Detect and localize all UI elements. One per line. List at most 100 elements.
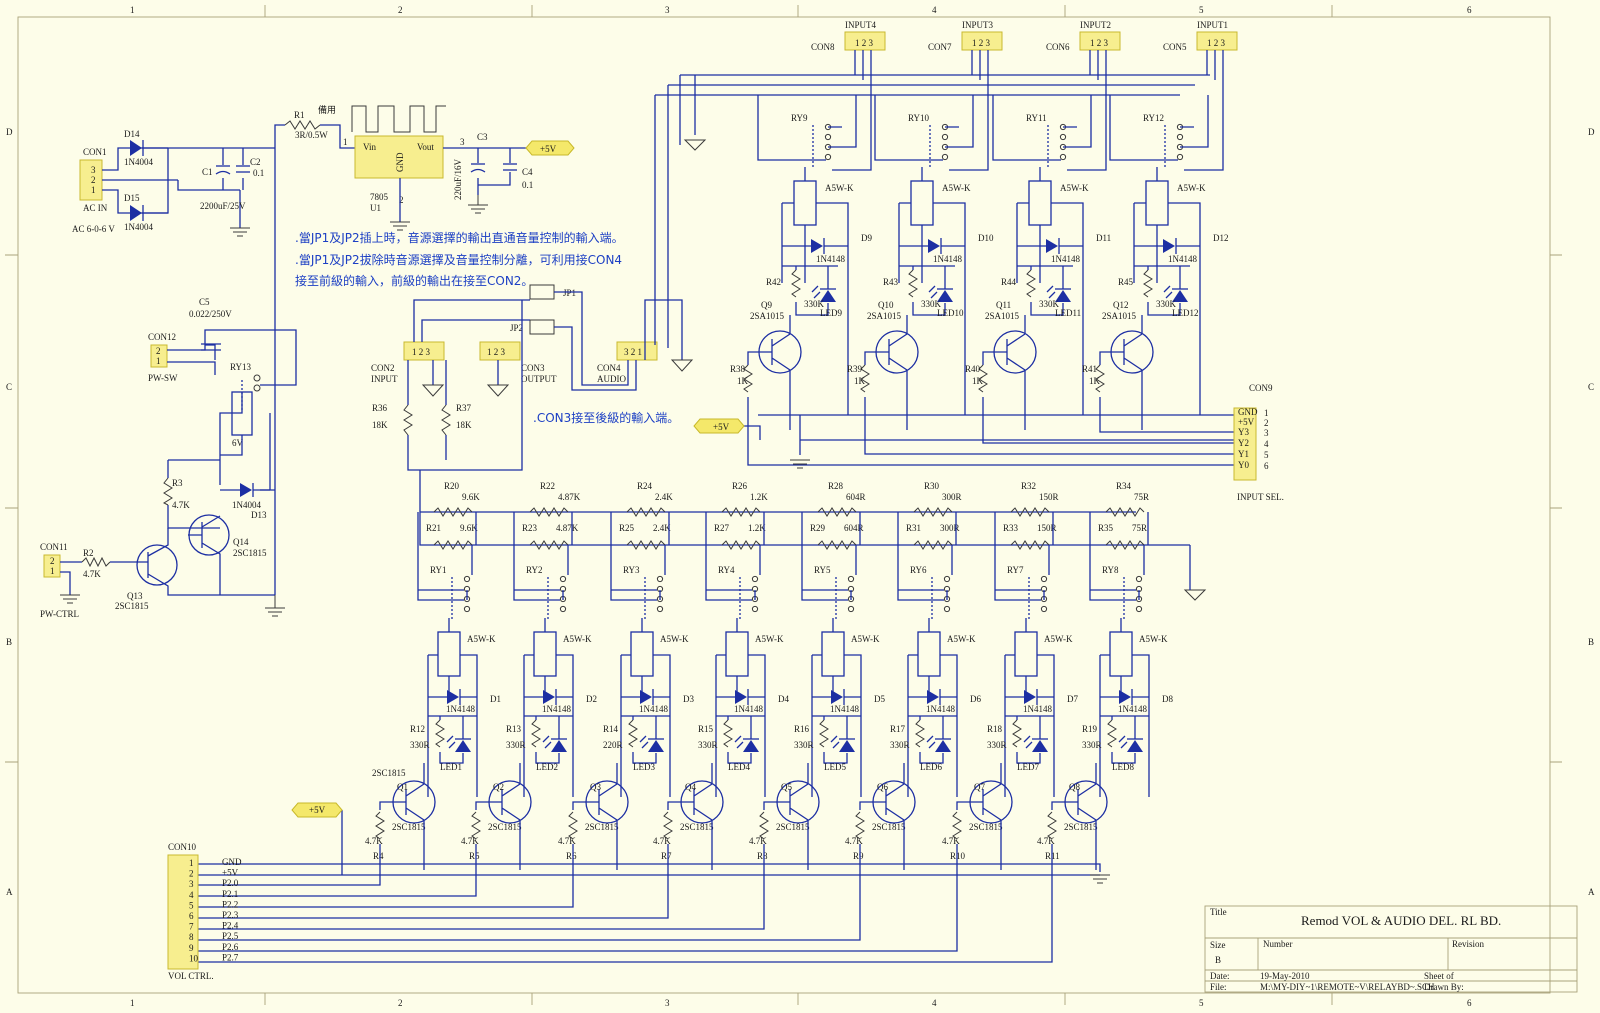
ry13-ref: RY13 [230,362,252,372]
atten-stage-7-rtop [1010,507,1050,517]
atten-stage-8-rbot-value: 75R [1132,523,1147,533]
frame-row-left-C: C [6,382,12,392]
atten-stage-6-transistor-ref: Q6 [877,782,888,792]
atten-stage-3-res-value: 220R [603,740,623,750]
atten-stage-3-led-ref: LED3 [633,762,655,772]
frame-row-left-B: B [6,637,12,647]
d14-ref: D14 [124,129,140,139]
atten-stage-7-relay-contact [1040,575,1048,583]
con4-label: AUDIO [597,374,626,384]
atten-stage-3-res [628,719,638,748]
atten-stage-6-led-ref: LED6 [920,762,942,772]
input-channel-2-transistor-ref: Q10 [878,300,894,310]
atten-stage-5-rtop-value: 604R [846,492,866,502]
atten-stage-6-relay-ref: RY6 [910,565,927,575]
atten-stage-5-transistor-ref: Q5 [781,782,792,792]
atten-stage-2-res-value: 330R [506,740,526,750]
atten-stage-1-led-rays [446,735,456,749]
atten-stage-6-transistor-leads [885,783,905,821]
input-channel-2-led-symbol [937,290,953,302]
input-channel-2-ctrl-line [864,397,1248,455]
con12-pin1: 1 [156,356,161,366]
con10-pin-7: 7 [189,922,194,932]
atten-stage-4-transistor-value: 2SC1815 [680,822,714,832]
input-channel-4-base-res-ref: R41 [1082,364,1097,374]
atten-stage-7-base-res-value: 4.7K [942,836,960,846]
atten-stage-7-diode-ref: D7 [1067,694,1078,704]
input-channel-4-relay-ref: RY12 [1143,113,1164,123]
number-label: Number [1263,939,1293,949]
atten-stage-4-ctrl-line [198,844,669,919]
revision-label: Revision [1452,939,1485,949]
input-channel-3-res-value: 330K [1039,299,1060,309]
input-channel-2-com-wire [949,90,989,171]
input-channel-3-input-label: INPUT2 [1080,20,1111,30]
input-channel-3-diode-ref: D11 [1096,233,1111,243]
input-channel-4-transistor-leads [1123,333,1143,371]
input-channel-1-res-ref: R42 [766,277,781,287]
atten-stage-2-led-ref: LED2 [536,762,558,772]
con10-pin-10: 10 [189,953,199,963]
atten-stage-8-transistor-value: 2SC1815 [1064,822,1098,832]
input-channel-1-ctrl-line [747,397,1248,466]
atten-stage-1-relay-contact [463,575,471,583]
input-channel-3-contact-wires [992,95,1092,161]
atten-stage-4-rbot [721,540,761,550]
r1-ref: R1 [294,110,305,120]
frame-row-right-C: C [1588,382,1594,392]
atten-stage-4-rail [715,654,766,797]
atten-stage-7-transistor-leads [982,783,1002,821]
con10-signal-plus5V: +5V [222,868,239,878]
atten-stage-7-res-ref: R18 [987,724,1003,734]
atten-stage-7-base-res [952,811,962,840]
atten-stage-8-res-ref: R19 [1082,724,1098,734]
input-channel-3-connector [1079,31,1121,51]
input-bus [654,74,1210,348]
input-channel-2-res-ref: R43 [883,277,899,287]
atten-stage-7-res [1012,719,1022,748]
con3-label: OUTPUT [521,374,557,384]
atten-stage-1-res-ref: R12 [410,724,425,734]
atten-stage-5-transistor-leads [789,783,809,821]
input-channel-4-coil-label: A5W-K [1177,183,1206,193]
atten-stage-4-relay-contact [751,605,759,613]
atten-stage-2-res-ref: R13 [506,724,522,734]
atten-stage-4-res-ref: R15 [698,724,714,734]
r1-value: 3R/0.5W [295,130,328,140]
atten-stage-7-relay-contact [1040,605,1048,613]
d14-value: 1N4004 [124,157,153,167]
input-channel-2-base-res-ref: R39 [847,364,863,374]
con10-signal-P2-5: P2.5 [222,931,239,941]
input-channel-1-transistor-value: 2SA1015 [750,311,785,321]
con1-ref: CON1 [83,147,107,157]
atten-stage-7-rbot-value: 150R [1037,523,1057,533]
gnd-symbol [790,459,810,469]
u1-pin2: 2 [399,195,404,205]
con3-ref: CON3 [521,363,545,373]
jp1-label: JP1 [563,288,576,298]
atten-stage-3-diode-symbol [640,690,652,704]
input-channel-4-contact-wires [1109,95,1209,161]
atten-stage-4-base-res-value: 4.7K [653,836,671,846]
input-channel-2-coil [910,180,934,226]
atten-stage-6-res [915,719,925,748]
atten-stage-7-coil-label: A5W-K [1044,634,1073,644]
atten-stage-6-res-value: 330R [890,740,910,750]
con9-signal-Y3: Y3 [1238,427,1249,437]
atten-stage-4-coil [725,631,749,677]
atten-stage-2-diode-symbol [543,690,555,704]
atten-stage-6-rtop-ref: R30 [924,481,940,491]
atten-stage-3-rbot-ref: R25 [619,523,635,533]
atten-stage-3-led-wires [621,715,670,764]
note-1: .當JP1及JP2插上時，音源選擇的輸出直通音量控制的輸入端。 [295,230,624,245]
atten-stage-6-rbot [913,540,953,550]
frame-row-right-D: D [1588,127,1595,137]
input-channel-1-diode-value: 1N4148 [816,254,845,264]
r36-value: 18K [372,420,388,430]
